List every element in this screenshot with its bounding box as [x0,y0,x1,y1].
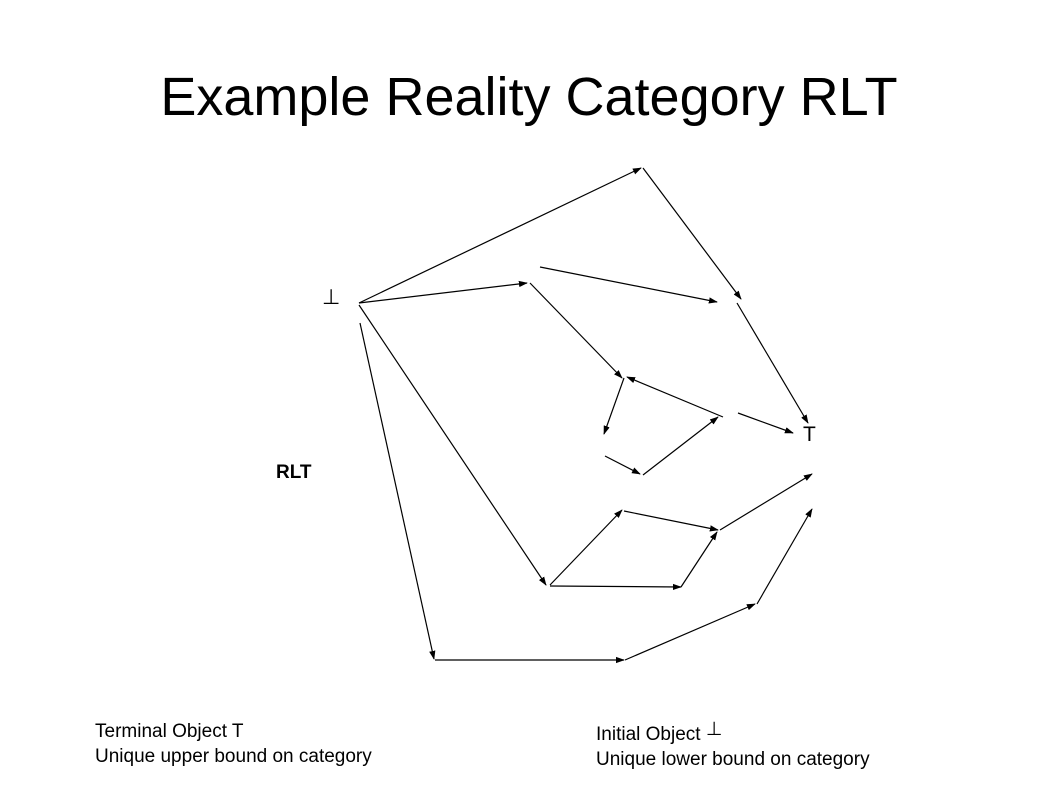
morphism-arrow [626,376,724,418]
morphism-arrow [549,509,623,586]
morphism-arrow [359,322,436,660]
morphism-arrow [603,377,625,435]
morphism-arrow [358,167,642,304]
category-name-label: RLT [276,462,312,483]
morphism-arrow [756,508,813,605]
morphism-arrow [539,266,718,304]
morphism-arrow [623,510,719,532]
morphism-arrow [604,455,641,475]
morphism-arrow [529,282,623,379]
initial-note-description: Unique lower bound on category [596,749,870,770]
terminal-note-description: Unique upper bound on category [95,746,372,767]
initial-object-note: Initial Object ⊥ Unique lower bound on c… [596,719,870,772]
morphism-arrow [719,473,813,531]
morphism-arrow [680,531,718,588]
morphism-arrow [358,280,528,304]
terminal-note-heading: Terminal Object T [95,721,244,742]
morphism-arrow [549,583,682,591]
morphism-arrow [624,603,756,661]
morphism-arrow [642,416,719,476]
morphism-arrow [642,167,742,300]
initial-note-heading-text: Initial Object [596,724,701,745]
initial-note-symbol: ⊥ [705,719,723,740]
terminal-object-label: T [803,423,816,446]
slide-title: Example Reality Category RLT [160,67,898,127]
morphism-arrow [737,412,794,434]
morphism-arrow [736,302,809,424]
initial-object-label: ⊥ [322,286,341,309]
terminal-object-note: Terminal Object T Unique upper bound on … [95,719,372,769]
initial-note-heading: Initial Object ⊥ [596,719,870,747]
morphism-arrow [358,304,547,586]
